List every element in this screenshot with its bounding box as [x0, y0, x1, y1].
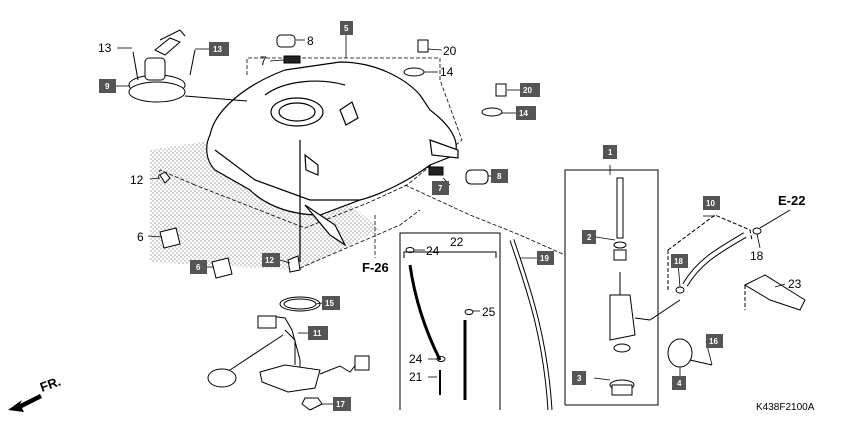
callout-22: 22: [450, 235, 464, 249]
callout-21: 21: [409, 370, 423, 384]
hose-group: [399, 232, 553, 411]
box-19: 19: [540, 254, 549, 263]
box-7: 7: [438, 184, 443, 193]
front-arrow-icon: [8, 394, 42, 412]
box-2: 2: [587, 233, 592, 242]
ref-f26: F-26: [362, 260, 389, 275]
fuel-cap-assembly: [128, 29, 248, 103]
box-15: 15: [325, 299, 334, 308]
box-4: 4: [677, 379, 682, 388]
box-14: 14: [519, 109, 528, 118]
box-8: 8: [497, 172, 502, 181]
callout-24: 24: [426, 244, 440, 258]
callout-23: 23: [788, 277, 802, 291]
front-label: FR.: [38, 374, 63, 395]
diagram-code: K438F2100A: [756, 402, 815, 413]
callout-6: 6: [137, 230, 144, 244]
box-12: 12: [265, 256, 274, 265]
callout-18: 18: [750, 249, 764, 263]
box-1: 1: [608, 148, 613, 157]
ref-e22: E-22: [778, 193, 805, 208]
callout-12: 12: [130, 173, 144, 187]
fuel-tank: [206, 61, 459, 262]
box-17: 17: [336, 400, 345, 409]
fuel-valve-group: [564, 169, 713, 406]
callout-14: 14: [440, 65, 454, 79]
pipe-assembly: [667, 209, 806, 311]
tank-shadow: [150, 140, 380, 270]
box-20: 20: [523, 86, 532, 95]
box-13: 13: [213, 45, 222, 54]
callout-8: 8: [307, 34, 314, 48]
box-16: 16: [709, 337, 718, 346]
small-parts: [159, 34, 507, 279]
callout-20: 20: [443, 44, 457, 58]
callout-7: 7: [260, 54, 267, 68]
box-5: 5: [344, 24, 349, 33]
assembly-outlines: [157, 57, 566, 269]
box-10: 10: [706, 199, 715, 208]
box-6: 6: [196, 263, 201, 272]
box-9: 9: [105, 82, 110, 91]
callout-25: 25: [482, 305, 496, 319]
box-18: 18: [674, 257, 683, 266]
leader-lines: [116, 35, 786, 405]
fuel-pump: [207, 296, 370, 411]
boxed-callouts: 13 5 9 20 14 7 8 1 19 2 10 6 12 18 15 11: [99, 21, 723, 411]
box-11: 11: [313, 329, 322, 338]
callout-24b: 24: [409, 352, 423, 366]
box-3: 3: [577, 374, 582, 383]
callout-13: 13: [98, 41, 112, 55]
